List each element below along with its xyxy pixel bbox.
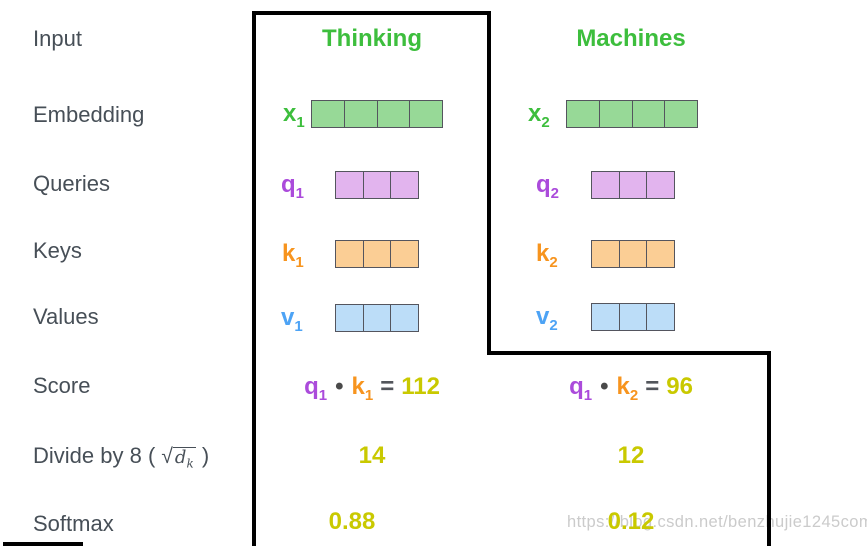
vector-cell: [336, 241, 363, 267]
label-subscript: 1: [295, 253, 304, 271]
sqrt-symbol: √: [161, 445, 173, 468]
label-subscript: 1: [296, 113, 305, 131]
row-label-divide: Divide by 8 ( √dk ): [33, 441, 209, 474]
score-k-term: k1: [351, 373, 374, 404]
vector-cell: [618, 241, 647, 267]
label-base: v: [536, 303, 550, 330]
key-vector-k1: [335, 240, 419, 268]
row-label-embedding: Embedding: [33, 102, 145, 127]
equals-sign: =: [380, 373, 395, 400]
cutoff-line: [3, 542, 83, 546]
vector-cell: [598, 101, 632, 127]
softmax-result-1: 0.88: [328, 508, 376, 535]
vector-cell: [592, 241, 619, 267]
label-base: k: [282, 240, 296, 267]
score-q-term: q1: [569, 373, 593, 404]
watermark-url: https://blog.csdn.net/benzhujie1245com: [567, 513, 867, 531]
vector-cell: [409, 101, 442, 127]
embedding-label-x2: x2: [528, 100, 550, 137]
row-label-values: Values: [33, 304, 99, 329]
vector-cell: [618, 172, 647, 198]
vector-cell: [336, 172, 363, 198]
vector-cell: [592, 172, 619, 198]
label-base: q: [536, 171, 551, 198]
column-title-machines: Machines: [576, 25, 686, 52]
key-vector-k2: [591, 240, 675, 268]
label-subscript: 2: [541, 113, 550, 131]
frame-top-line: [252, 11, 491, 15]
radicand-k-subscript: k: [186, 456, 194, 471]
query-vector-q2: [591, 171, 675, 199]
frame-left-line: [252, 11, 256, 546]
radicand-d: d: [174, 447, 187, 468]
label-base: x: [528, 100, 542, 127]
label-subscript: 2: [549, 316, 558, 334]
score-q-term: q1: [304, 373, 328, 404]
embedding-label-x1: x1: [283, 100, 305, 137]
vector-cell: [362, 172, 391, 198]
vector-cell: [567, 101, 599, 127]
divide-result-1: 14: [358, 442, 386, 469]
embedding-vector-x1: [311, 100, 443, 128]
label-subscript: 2: [549, 253, 558, 271]
vector-cell: [312, 101, 344, 127]
divide-suffix: ): [195, 443, 210, 468]
dot-operator: •: [335, 373, 344, 400]
divide-result-2: 12: [617, 442, 645, 469]
label-subscript: 1: [294, 317, 303, 335]
frame-step-line: [487, 351, 771, 355]
row-label-score: Score: [33, 373, 91, 398]
label-base: x: [283, 100, 297, 127]
vector-cell: [618, 304, 647, 330]
row-label-softmax: Softmax: [33, 511, 114, 536]
row-label-keys: Keys: [33, 238, 82, 263]
label-base: k: [536, 240, 550, 267]
vector-cell: [336, 305, 363, 331]
score-expression-1: q1 • k1=112: [253, 372, 491, 411]
dot-operator: •: [600, 373, 609, 400]
vector-cell: [376, 101, 410, 127]
value-vector-v1: [335, 304, 419, 332]
softmax-result-2: 0.12: [607, 508, 655, 535]
divide-prefix: Divide by 8 (: [33, 443, 162, 468]
vector-cell: [592, 304, 619, 330]
column-title-thinking: Thinking: [322, 25, 422, 52]
equals-sign: =: [645, 373, 660, 400]
query-label-q1: q1: [281, 171, 304, 208]
frame-right-lower-line: [767, 351, 771, 546]
query-vector-q1: [335, 171, 419, 199]
vector-cell: [362, 241, 391, 267]
key-label-k1: k1: [282, 240, 304, 277]
vector-cell: [646, 172, 675, 198]
frame-right-upper-line: [487, 11, 491, 355]
value-label-v1: v1: [281, 304, 303, 341]
row-label-queries: Queries: [33, 171, 111, 196]
score-k-term: k2: [616, 373, 639, 404]
vector-cell: [646, 241, 675, 267]
sqrt-dk-expression: √dk: [161, 441, 196, 474]
value-label-v2: v2: [536, 303, 558, 340]
key-label-k2: k2: [536, 240, 558, 277]
row-label-input: Input: [33, 26, 82, 51]
vector-cell: [362, 305, 391, 331]
score-result: 96: [666, 373, 693, 400]
query-label-q2: q2: [536, 171, 559, 208]
label-subscript: 2: [550, 184, 560, 202]
label-subscript: 1: [295, 184, 305, 202]
value-vector-v2: [591, 303, 675, 331]
vector-cell: [343, 101, 377, 127]
score-expression-2: q1 • k2=96: [491, 372, 771, 411]
score-result: 112: [401, 373, 440, 400]
vector-cell: [390, 172, 419, 198]
vector-cell: [390, 241, 419, 267]
label-base: q: [281, 171, 296, 198]
label-base: v: [281, 304, 295, 331]
vector-cell: [390, 305, 419, 331]
vector-cell: [646, 304, 675, 330]
embedding-vector-x2: [566, 100, 698, 128]
vector-cell: [631, 101, 665, 127]
vector-cell: [664, 101, 697, 127]
